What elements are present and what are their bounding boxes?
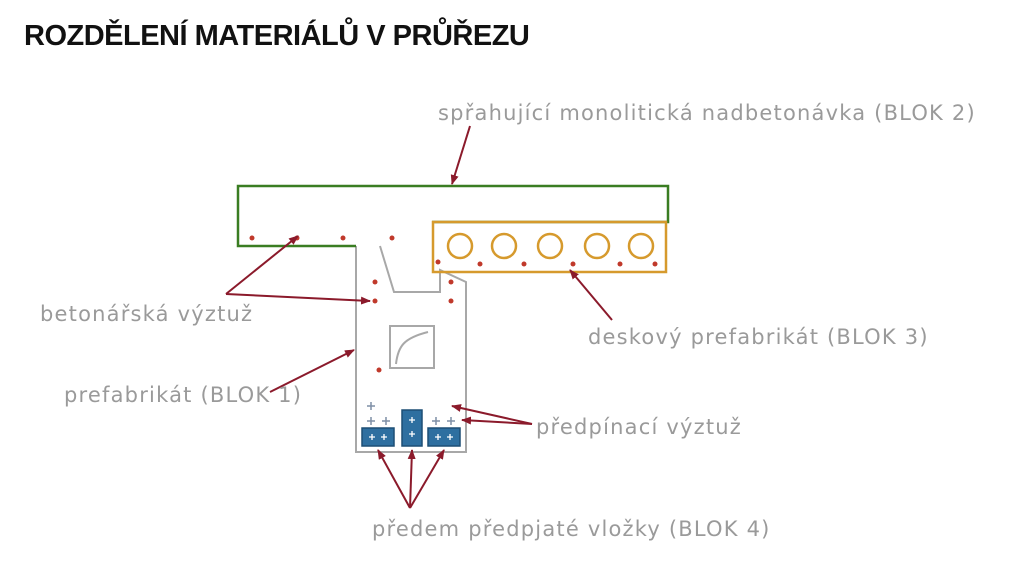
- page-title: ROZDĚLENÍ MATERIÁLŮ V PRŮŘEZU: [24, 20, 530, 52]
- rebar-dot: [617, 261, 623, 267]
- label-block4: předem předpjaté vložky (BLOK 4): [372, 517, 771, 541]
- rebar-dot: [448, 279, 454, 285]
- arrow-block2: [450, 125, 471, 185]
- insert-right: [427, 427, 461, 447]
- arrow-block3: [569, 269, 613, 321]
- strand-marks: [367, 402, 455, 425]
- rebar-dot: [477, 261, 483, 267]
- rebar-dot: [376, 367, 382, 373]
- arrow-prestress-2: [461, 416, 533, 425]
- arrow-rebar-1: [225, 235, 299, 295]
- label-block3: deskový prefabrikát (BLOK 3): [588, 325, 929, 349]
- label-prestress: předpínací výztuž: [536, 415, 742, 439]
- arrow-block1: [269, 349, 355, 393]
- arrow-block4-3: [409, 449, 445, 509]
- slab-void: [446, 232, 474, 260]
- rebar-dot: [521, 261, 527, 267]
- label-block1: prefabrikát (BLOK 1): [64, 383, 302, 407]
- rebar-dot: [372, 298, 378, 304]
- slab-void: [627, 232, 655, 260]
- rebar-dot: [448, 298, 454, 304]
- leader-arrows: [225, 125, 613, 509]
- duct-opening: [389, 325, 435, 369]
- rebar-dot: [570, 261, 576, 267]
- label-rebar: betonářská výztuž: [40, 302, 253, 326]
- arrow-rebar-2: [225, 293, 371, 305]
- rebar-dots: [249, 235, 658, 373]
- arrow-block4-1: [377, 449, 411, 509]
- slab-void: [536, 232, 564, 260]
- arrow-prestress-1: [451, 404, 533, 425]
- block3-slab: [431, 220, 668, 274]
- rebar-dot: [389, 235, 395, 241]
- label-block2: spřahující monolitická nadbetonávka (BLO…: [438, 101, 976, 125]
- insert-left: [361, 427, 395, 447]
- rebar-dot: [435, 259, 441, 265]
- insert-center: [401, 409, 423, 447]
- arrow-block4-2: [407, 449, 416, 509]
- slab-void: [490, 232, 518, 260]
- block1-precast-beam: [355, 245, 467, 453]
- rebar-dot: [372, 279, 378, 285]
- slab-void: [583, 232, 611, 260]
- block4-inserts: [361, 409, 461, 447]
- rebar-dot: [340, 235, 346, 241]
- rebar-dot: [249, 235, 255, 241]
- rebar-dot: [652, 261, 658, 267]
